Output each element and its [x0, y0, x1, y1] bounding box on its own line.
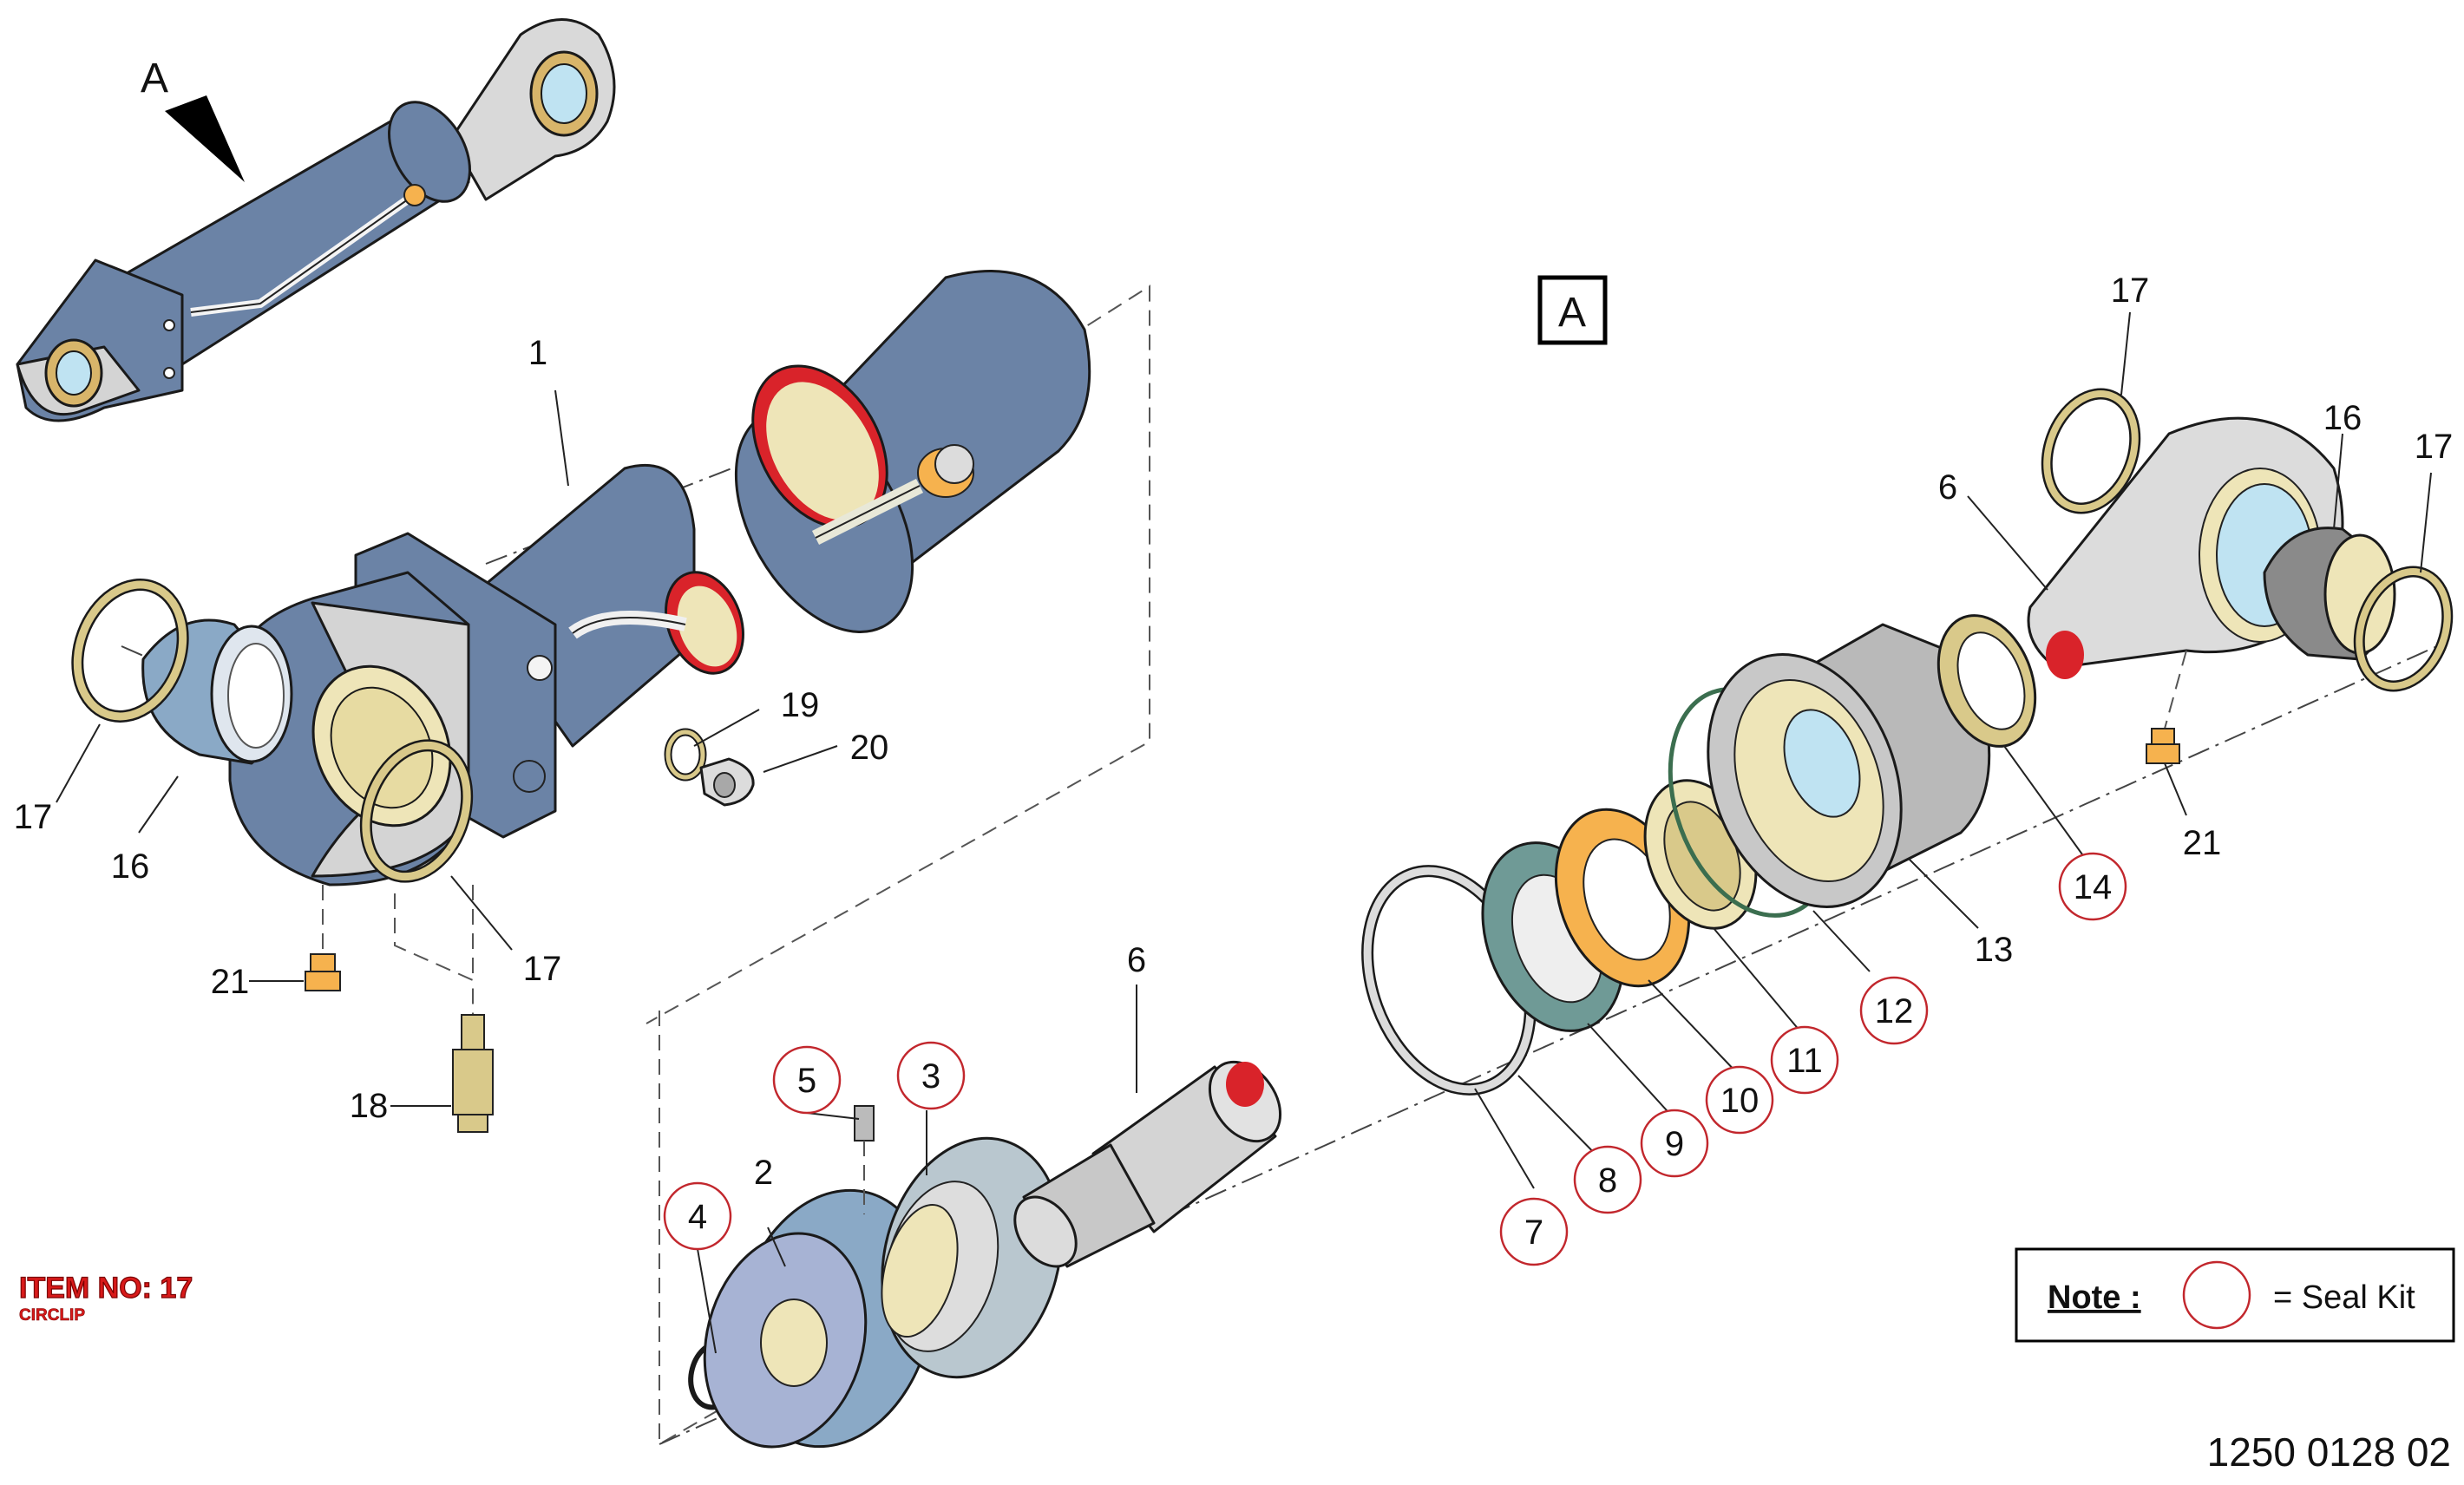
svg-text:12: 12 [1875, 992, 1914, 1030]
callout-8-seal: 8 [1573, 1145, 1642, 1214]
detail-view-box: A [1537, 275, 1608, 345]
callout-7-seal: 7 [1499, 1197, 1569, 1266]
seal-kit-circle-icon [2182, 1260, 2251, 1330]
callout-17-left: 17 [14, 798, 53, 836]
note-label: Note : [2048, 1279, 2141, 1316]
callout-17-right-top: 17 [2111, 271, 2150, 310]
barrel-exploded-group [71, 270, 1150, 1133]
callout-18: 18 [350, 1087, 389, 1125]
callout-12-seal: 12 [1859, 976, 1929, 1045]
frame-dash-line [645, 285, 1150, 1024]
svg-text:8: 8 [1598, 1161, 1617, 1200]
view-marker-arrow-icon [165, 95, 245, 182]
svg-text:11: 11 [1786, 1042, 1823, 1080]
detail-view-letter: A [1558, 290, 1586, 336]
item-number-title: ITEM NO: 17 [19, 1272, 193, 1305]
svg-text:14: 14 [2074, 868, 2113, 906]
callout-16-right: 16 [2323, 399, 2362, 437]
callout-17-center: 17 [523, 950, 562, 988]
assembled-cylinder-view: A [16, 18, 616, 422]
callout-17-right: 17 [2415, 428, 2454, 466]
callout-11-seal: 11 [1770, 1025, 1839, 1095]
svg-text:10: 10 [1720, 1082, 1760, 1120]
callout-10-seal: 10 [1705, 1065, 1774, 1135]
note-legend: = Seal Kit [2273, 1279, 2415, 1316]
callout-13: 13 [1975, 931, 2014, 969]
callout-3-seal: 3 [896, 1041, 966, 1110]
callout-19: 19 [781, 686, 820, 724]
seal-kit-note: Note : = Seal Kit [2015, 1247, 2455, 1343]
callout-1: 1 [528, 334, 547, 372]
svg-text:5: 5 [797, 1062, 816, 1100]
leader-lines [56, 311, 2432, 1354]
callout-16-left: 16 [111, 847, 150, 886]
callout-9-seal: 9 [1640, 1109, 1709, 1178]
svg-text:3: 3 [921, 1057, 940, 1096]
callout-20: 20 [850, 729, 889, 767]
view-marker-letter: A [141, 56, 168, 101]
callout-14-seal: 14 [2058, 852, 2127, 921]
callout-2: 2 [754, 1154, 773, 1192]
callouts: 1 2 6 6 13 16 16 17 17 17 17 18 19 20 21… [14, 271, 2454, 1266]
drawing-number: 1250 0128 02 [2207, 1429, 2451, 1475]
callout-6-eye: 6 [1938, 468, 1957, 507]
callout-4-seal: 4 [663, 1181, 732, 1251]
rod-exploded-group [659, 388, 2454, 1449]
svg-text:7: 7 [1524, 1214, 1543, 1252]
callout-5-seal: 5 [772, 1045, 842, 1115]
callout-21-left: 21 [211, 963, 250, 1001]
callout-6-rod: 6 [1127, 941, 1146, 979]
callout-21-right: 21 [2183, 824, 2222, 862]
svg-text:9: 9 [1665, 1125, 1684, 1163]
item-name: CIRCLIP [19, 1306, 85, 1325]
svg-text:4: 4 [688, 1198, 707, 1236]
item-highlight: ITEM NO: 17 CIRCLIP [18, 1271, 193, 1325]
